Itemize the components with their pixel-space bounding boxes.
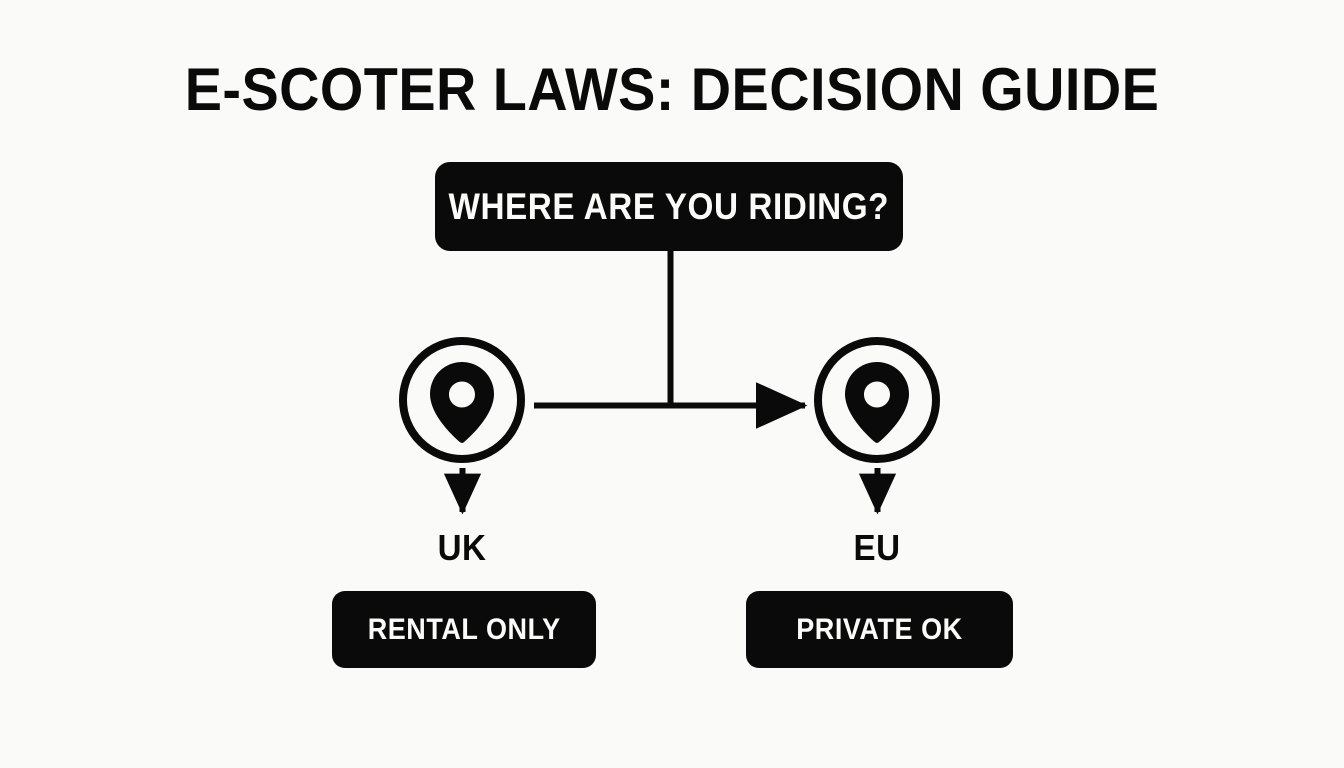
decision-question-label: WHERE ARE YOU RIDING?: [448, 185, 890, 227]
map-pin-icon: [814, 337, 940, 463]
outcome-label-uk: RENTAL ONLY: [367, 612, 561, 646]
outcome-label-eu: PRIVATE OK: [796, 612, 963, 646]
page-title: E-SCOTER LAWS: DECISION GUIDE: [184, 56, 1160, 123]
outcome-box-uk[interactable]: RENTAL ONLY: [332, 591, 596, 668]
outcome-box-eu[interactable]: PRIVATE OK: [746, 591, 1013, 668]
branch-icon-eu[interactable]: [813, 336, 941, 464]
branch-icon-uk[interactable]: [398, 336, 526, 464]
map-pin-icon: [399, 337, 525, 463]
branch-label-uk: UK: [437, 527, 487, 568]
branch-label-eu: EU: [853, 527, 901, 568]
decision-question-box[interactable]: WHERE ARE YOU RIDING?: [435, 162, 903, 251]
